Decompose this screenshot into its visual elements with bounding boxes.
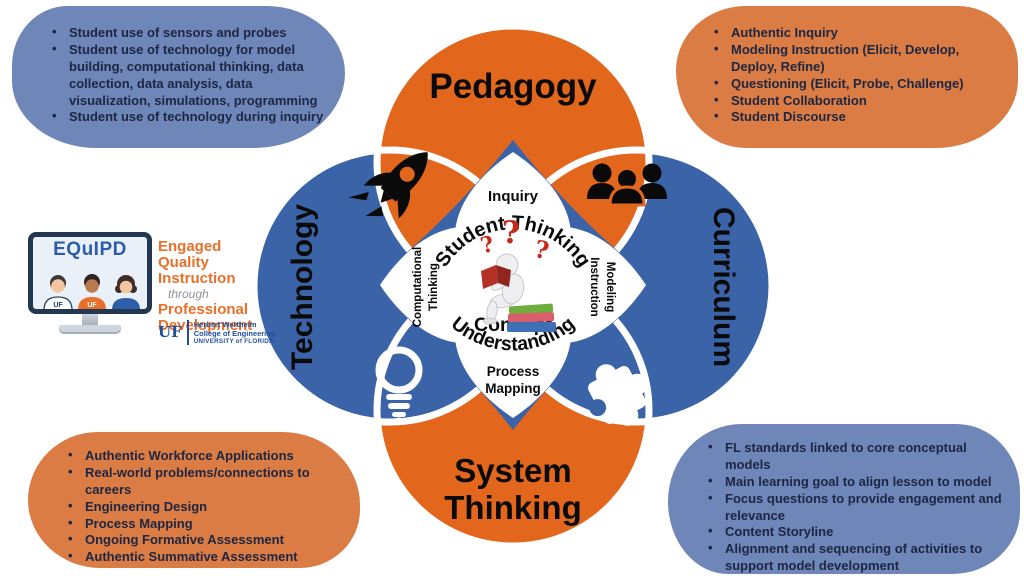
- inquiry-label: Inquiry: [488, 188, 539, 205]
- uf-monogram: UF: [158, 320, 189, 346]
- computational-label-line2: Thinking: [428, 263, 440, 311]
- bullet-item: Authentic Inquiry: [706, 24, 1000, 42]
- callout-curriculum: FL standards linked to core conceptual m…: [668, 424, 1020, 574]
- bullet-item: FL standards linked to core conceptual m…: [700, 439, 1002, 474]
- bullet-item: Focus questions to provide engagement an…: [700, 490, 1002, 525]
- question-mark-left: ?: [478, 231, 497, 259]
- callout-system-thinking: Authentic Workforce ApplicationsReal-wor…: [28, 432, 360, 568]
- equipd-wordmark: EQuIPD: [53, 239, 127, 260]
- bullet-item: Modeling Instruction (Elicit, Develop, D…: [706, 41, 1000, 76]
- book-stack: [507, 303, 556, 332]
- student-figure: [481, 253, 556, 332]
- bullet-item: Main learning goal to align lesson to mo…: [700, 473, 1002, 491]
- question-mark-center: ?: [502, 215, 520, 251]
- callout-pedagogy: Authentic InquiryModeling Instruction (E…: [676, 6, 1018, 148]
- system-thinking-label-line1: System: [454, 452, 571, 489]
- bullet-item: Student Discourse: [706, 108, 1000, 126]
- curriculum-label: Curriculum: [707, 207, 740, 367]
- callout-technology: Student use of sensors and probesStudent…: [12, 6, 345, 148]
- monitor-screen: EQuIPD UF UF: [28, 232, 152, 314]
- tagline-line: Quality: [158, 254, 209, 272]
- equipd-logo: EQuIPD UF UF: [28, 232, 275, 346]
- red-book: [481, 265, 511, 289]
- bullet-item: Authentic Workforce Applications: [60, 447, 346, 465]
- computational-label-line1: Computational: [412, 247, 424, 328]
- equipd-tagline: Engaged Quality Instruction through Prof…: [158, 232, 252, 334]
- uf-line: UNIVERSITY of FLORIDA: [193, 338, 274, 345]
- tagline-through: through: [168, 287, 209, 302]
- bullet-item: Alignment and sequencing of activities t…: [700, 540, 1002, 575]
- bullet-item: Content Storyline: [700, 523, 1002, 541]
- uf-line: Herbert Wertheim: [193, 320, 257, 329]
- bullet-item: Student use of sensors and probes: [44, 24, 329, 42]
- bullet-item: Engineering Design: [60, 498, 346, 516]
- students-illustration: UF UF: [43, 274, 140, 309]
- rocket-icon: [348, 152, 428, 219]
- process-label-line1: Process: [487, 364, 540, 379]
- modeling-label-line1: Modeling: [604, 262, 616, 312]
- bullet-item: Authentic Summative Assessment: [60, 548, 346, 566]
- bullet-list: FL standards linked to core conceptual m…: [700, 439, 1002, 575]
- lightbulb-icon: [375, 346, 423, 424]
- shirt-text-center: UF: [87, 302, 97, 309]
- tagline-line: Instruction: [158, 270, 236, 288]
- bullet-item: Student use of technology during inquiry: [44, 108, 329, 126]
- tagline-line: Engaged: [158, 238, 222, 255]
- uf-signature: UF Herbert Wertheim College of Engineeri…: [158, 320, 276, 346]
- bullet-list: Authentic InquiryModeling Instruction (E…: [706, 24, 1000, 126]
- question-marks: ? ? ?: [478, 215, 552, 265]
- monitor-stand: [82, 314, 98, 325]
- tagline-line: Development: [158, 317, 253, 335]
- people-group-icon: [587, 163, 667, 207]
- question-mark-right: ?: [532, 234, 552, 265]
- bullet-list: Authentic Workforce ApplicationsReal-wor…: [60, 447, 346, 566]
- bullet-item: Ongoing Formative Assessment: [60, 531, 346, 549]
- bullet-list: Student use of sensors and probesStudent…: [44, 24, 329, 126]
- bullet-item: Real-world problems/connections to caree…: [60, 464, 346, 499]
- uf-line: College of Engineering: [193, 329, 276, 338]
- modeling-label-line2: Instruction: [588, 257, 600, 316]
- puzzle-icon: [588, 364, 648, 426]
- tagline-line: Professional: [158, 300, 249, 318]
- technology-label: Technology: [286, 204, 319, 370]
- monitor-base: [59, 325, 121, 332]
- shirt-text-left: UF: [53, 302, 63, 309]
- bullet-item: Student Collaboration: [706, 92, 1000, 110]
- bullet-item: Questioning (Elicit, Probe, Challenge): [706, 75, 1000, 93]
- process-label-line2: Mapping: [485, 381, 541, 396]
- bullet-item: Process Mapping: [60, 515, 346, 533]
- bullet-item: Student use of technology for model buil…: [44, 41, 329, 110]
- monitor-illustration: EQuIPD UF UF: [28, 232, 152, 334]
- pedagogy-label: Pedagogy: [429, 67, 597, 106]
- system-thinking-label-line2: Thinking: [444, 489, 581, 526]
